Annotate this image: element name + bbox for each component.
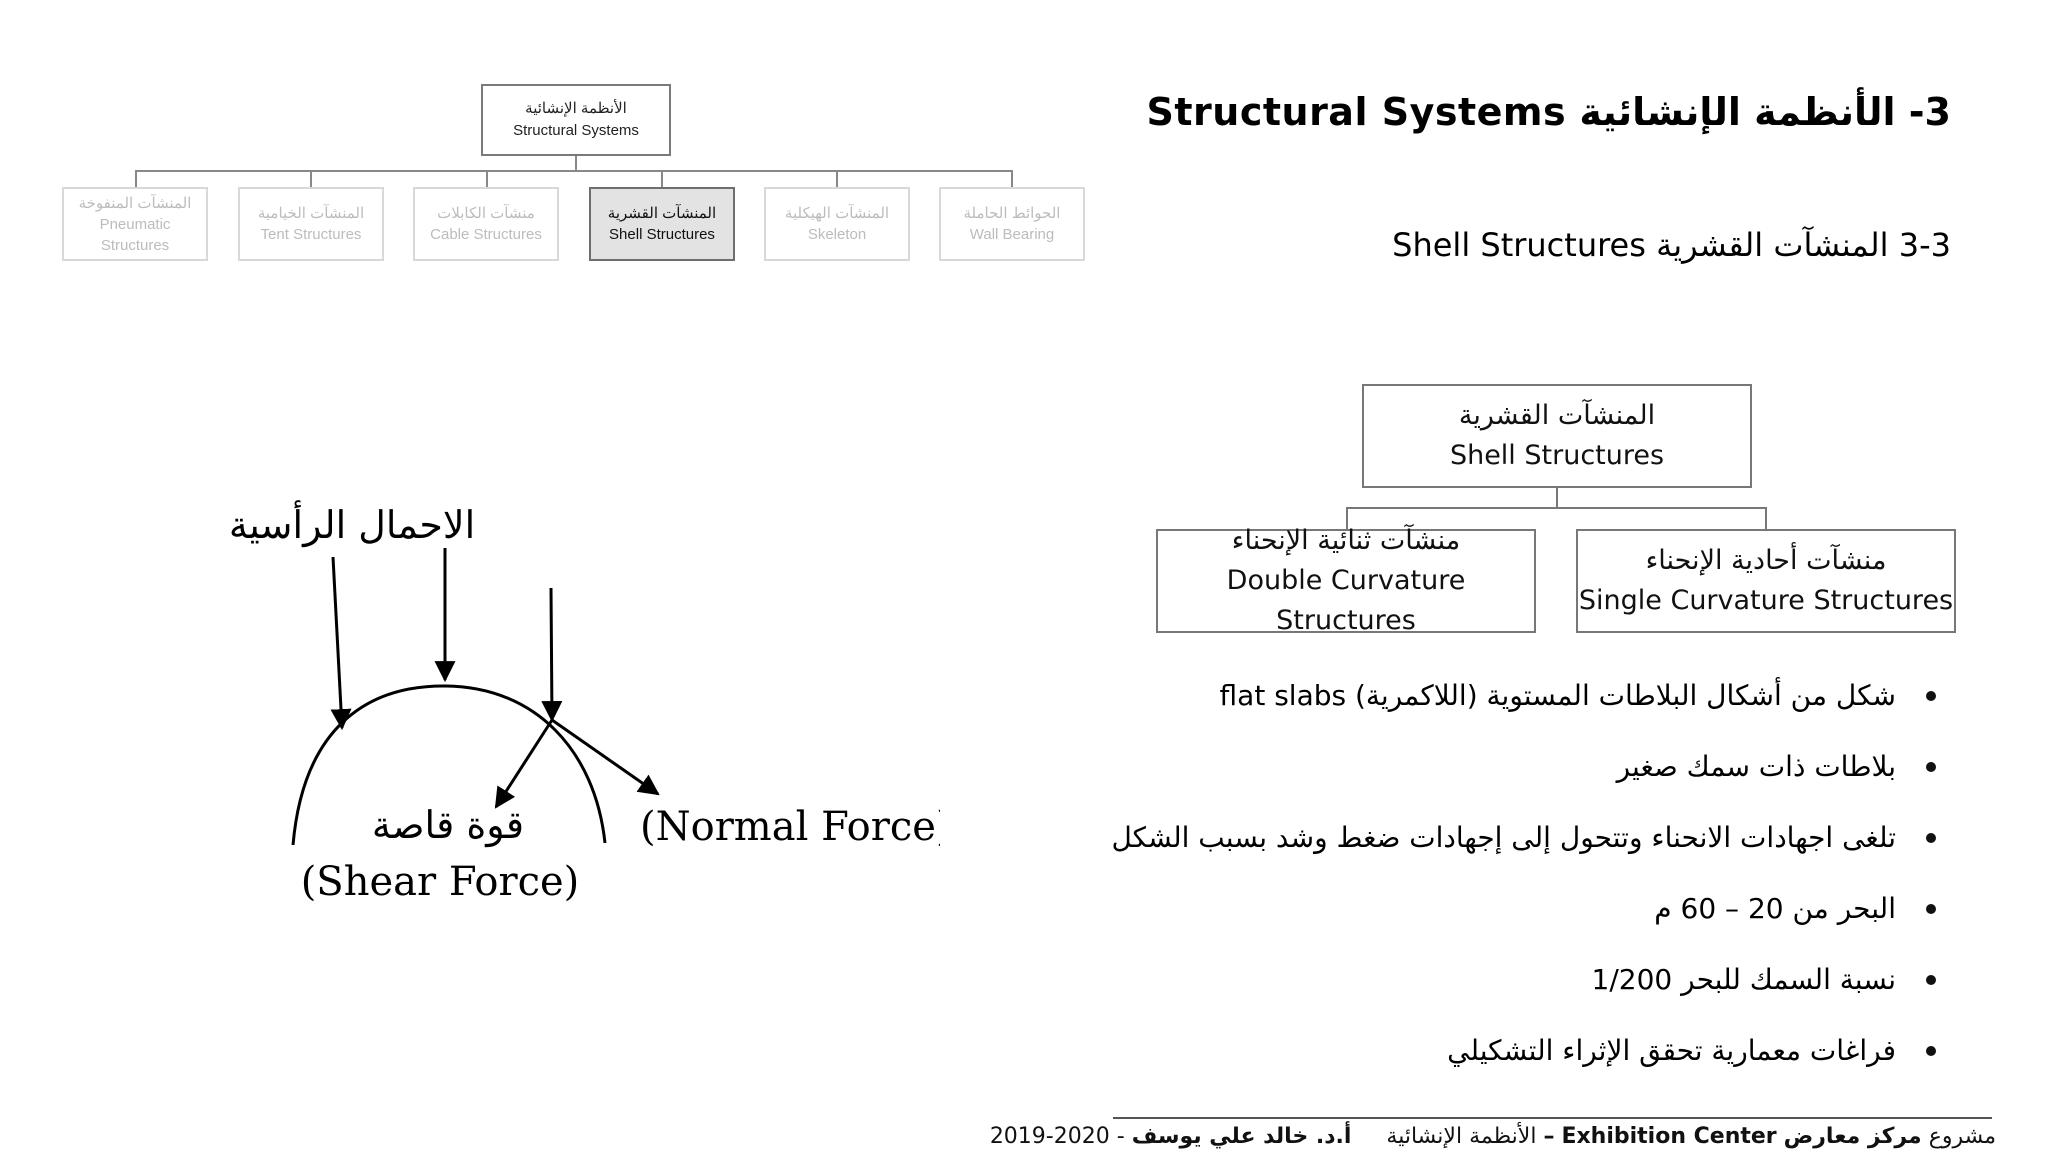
normal-force-arrow <box>551 718 660 796</box>
nav-item-ar: المنشآت الخيامية <box>257 205 365 222</box>
bullet-dot <box>1926 691 1936 701</box>
footer-center-en: Exhibition Center <box>1561 1124 1777 1149</box>
nav-item-wall-bearing[interactable]: الحوائط الحاملة Wall Bearing <box>939 187 1085 261</box>
footer-divider <box>1113 1117 1992 1119</box>
bullet-text: البحر من 20 – 60 م <box>1654 892 1896 925</box>
nav-item-cable[interactable]: منشآت الكابلات Cable Structures <box>413 187 559 261</box>
normal-force-label: (Normal Force) <box>640 804 940 850</box>
bullet-text: فراغات معمارية تحقق الإثراء التشكيلي <box>1447 1034 1896 1067</box>
bullet-dot <box>1926 833 1936 843</box>
bullet-list: شكل من أشكال البلاطات المستوية (اللاكمري… <box>1111 668 1936 1094</box>
nav-root-en: Structural Systems <box>513 122 639 139</box>
nav-item-en: Pneumatic Structures <box>99 215 171 254</box>
shear-force-arrow <box>494 719 554 809</box>
load-arrow-3 <box>541 587 563 723</box>
section-subtitle: 3-3 المنشآت القشرية Shell Structures <box>1392 226 1951 264</box>
nav-item-ar: منشآت الكابلات <box>437 205 535 222</box>
bullet-item: البحر من 20 – 60 م <box>1111 881 1936 952</box>
bullet-item: بلاطات ذات سمك صغير <box>1111 739 1936 810</box>
bullet-item: شكل من أشكال البلاطات المستوية (اللاكمري… <box>1111 668 1936 739</box>
footer-project: مشروع <box>1928 1124 1996 1149</box>
nav-item-en: Skeleton <box>807 226 867 243</box>
nav-item-ar: المنشآت القشرية <box>607 205 717 222</box>
diagram-connector-vertical <box>1556 488 1558 508</box>
diagram-right-en: Single Curvature Structures <box>1578 585 1954 616</box>
nav-item-en: Shell Structures <box>609 226 715 243</box>
nav-item-en: Cable Structures <box>430 226 542 243</box>
bullet-dot <box>1926 1046 1936 1056</box>
footer-year: 2019-2020 <box>989 1124 1110 1149</box>
nav-connector-4 <box>661 170 663 187</box>
nav-root-ar: الأنظمة الإنشائية <box>525 100 627 117</box>
nav-item-ar: الحوائط الحاملة <box>963 205 1061 222</box>
footer-systems: الأنظمة الإنشائية <box>1386 1124 1537 1149</box>
nav-connector-6 <box>1011 170 1013 187</box>
bullet-item: نسبة السمك للبحر 1/200 <box>1111 952 1936 1023</box>
nav-connector-horizontal <box>135 170 1013 172</box>
nav-tree-root: الأنظمة الإنشائية Structural Systems <box>481 84 671 156</box>
footer-author: أ.د. خالد علي يوسف <box>1131 1124 1352 1149</box>
bullet-dot <box>1926 904 1936 914</box>
diagram-right-ar: منشآت أحادية الإنحناء <box>1645 545 1887 576</box>
footer-center-ar: مركز معارض <box>1783 1124 1922 1149</box>
footer-dash2: - <box>1116 1124 1125 1149</box>
vertical-loads-label: الاحمال الرأسية <box>229 500 475 548</box>
nav-item-en: Wall Bearing <box>969 226 1055 243</box>
bullet-text: شكل من أشكال البلاطات المستوية (اللاكمري… <box>1219 679 1896 712</box>
nav-connector-2 <box>310 170 312 187</box>
nav-item-ar: المنشآت الهيكلية <box>784 205 890 222</box>
load-arrow-1 <box>330 556 352 731</box>
nav-item-ar: المنشآت المنفوخة <box>78 194 192 212</box>
diagram-double-curvature-box: منشآت ثنائية الإنحناء Double Curvature S… <box>1156 525 1536 636</box>
nav-connector-5 <box>836 170 838 187</box>
bullet-item: تلغى اجهادات الانحناء وتتحول إلى إجهادات… <box>1111 810 1936 881</box>
diagram-connector-right <box>1765 507 1767 530</box>
shell-force-diagram: الاحمال الرأسية قوة قاصة (Shear Force) (… <box>229 500 940 905</box>
footer-dash: – <box>1543 1124 1555 1149</box>
bullet-text: بلاطات ذات سمك صغير <box>1616 750 1896 783</box>
footer: مشروع مركز معارض Exhibition Center – الأ… <box>990 1124 1996 1149</box>
bullet-item: فراغات معمارية تحقق الإثراء التشكيلي <box>1111 1023 1936 1094</box>
nav-item-skeleton[interactable]: المنشآت الهيكلية Skeleton <box>764 187 910 261</box>
diagram-root-box: المنشآت القشرية Shell Structures <box>1362 384 1752 488</box>
bullet-text: تلغى اجهادات الانحناء وتتحول إلى إجهادات… <box>1111 821 1896 854</box>
diagram-root-en: Shell Structures <box>1449 440 1665 471</box>
bullet-dot <box>1926 762 1936 772</box>
shear-force-en-label: (Shear Force) <box>301 859 580 905</box>
nav-connector-1 <box>135 170 137 187</box>
diagram-root-ar: المنشآت القشرية <box>1458 400 1656 431</box>
shear-force-ar-label: قوة قاصة <box>372 803 524 848</box>
nav-item-pneumatic[interactable]: المنشآت المنفوخة Pneumatic Structures <box>62 187 208 261</box>
diagram-connector-horizontal <box>1346 507 1767 509</box>
diagram-connector-left <box>1346 507 1348 530</box>
bullet-dot <box>1926 975 1936 985</box>
shell-arch <box>291 684 607 846</box>
nav-connector-3 <box>486 170 488 187</box>
diagram-left-ar: منشآت ثنائية الإنحناء <box>1231 525 1461 556</box>
page-title: 3- الأنظمة الإنشائية Structural Systems <box>1146 90 1951 134</box>
nav-item-tent[interactable]: المنشآت الخيامية Tent Structures <box>238 187 384 261</box>
nav-item-shell[interactable]: المنشآت القشرية Shell Structures <box>589 187 735 261</box>
diagram-left-en: Double Curvature Structures <box>1226 565 1466 636</box>
diagram-single-curvature-box: منشآت أحادية الإنحناء Single Curvature S… <box>1576 529 1956 633</box>
nav-connector-vertical <box>575 156 577 170</box>
nav-item-en: Tent Structures <box>260 226 362 243</box>
bullet-text: نسبة السمك للبحر 1/200 <box>1591 963 1896 996</box>
